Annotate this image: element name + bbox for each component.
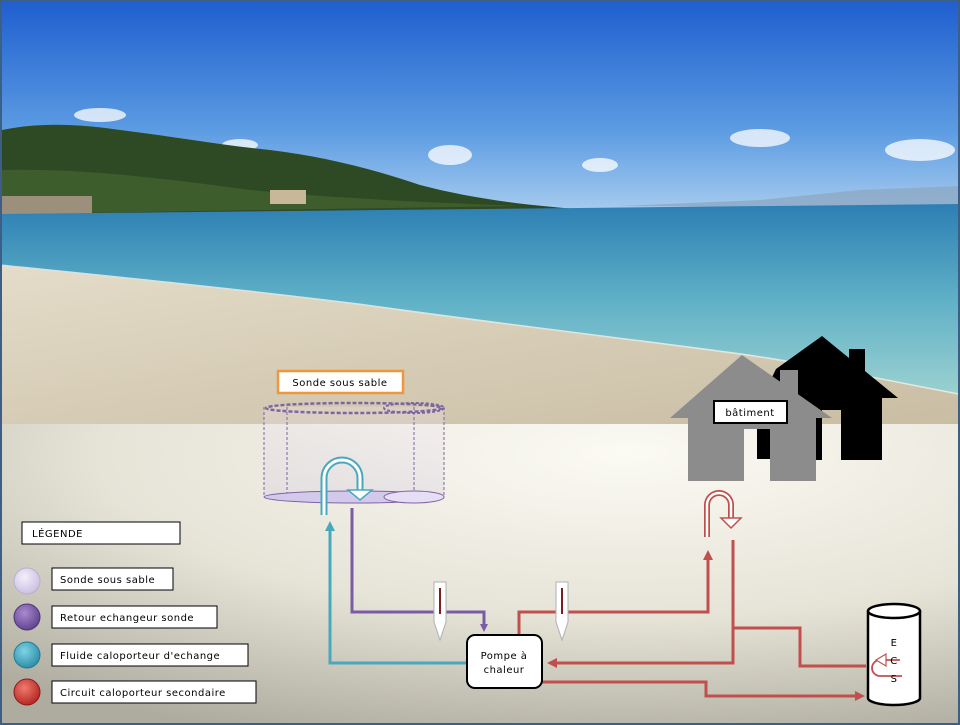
building-exchanger <box>704 490 743 537</box>
building-label-box <box>713 400 788 424</box>
legend: LÉGENDE Sonde sous sable Retour echangeu… <box>13 521 257 706</box>
legend-swatch-return <box>13 603 41 631</box>
legend-swatch-fluid <box>13 641 41 669</box>
legend-item-label: Circuit caloporteur secondaire <box>60 688 226 699</box>
probe-label-box <box>276 369 405 395</box>
building-label: bâtiment <box>725 407 774 419</box>
red-supply-pipe <box>517 550 713 634</box>
red-tank-loop <box>733 626 866 668</box>
legend-swatch-secondary <box>13 678 41 706</box>
sea <box>2 204 960 395</box>
legend-item-label: Retour echangeur sonde <box>60 613 194 624</box>
pump-label-line2: chaleur <box>484 665 525 676</box>
ecs-tank: E C S <box>866 602 922 707</box>
legend-title: LÉGENDE <box>32 527 83 540</box>
legend-item-label: Sonde sous sable <box>60 575 155 586</box>
beach-photo <box>1 2 960 424</box>
heat-pump-box <box>466 634 543 689</box>
legend-item-box <box>51 605 218 629</box>
legend-item-label: Fluide caloporteur d'echange <box>60 651 220 662</box>
tank-letter-e: E <box>891 638 898 649</box>
legend-item-box <box>51 680 257 704</box>
red-return-pipe <box>547 540 735 668</box>
legend-item-box <box>51 567 174 591</box>
tank-letter-c: C <box>890 656 897 667</box>
legend-swatch-probe <box>13 567 41 595</box>
tank-letter-s: S <box>891 674 898 685</box>
sand-probe <box>263 401 445 515</box>
red-tank-supply <box>542 680 865 701</box>
legend-title-box <box>21 521 181 545</box>
teal-supply-pipe <box>325 521 467 665</box>
pump-label-line1: Pompe à <box>481 650 528 662</box>
purple-return-pipe <box>350 508 488 632</box>
probe-label: Sonde sous sable <box>292 378 387 389</box>
thermometer-icon <box>555 581 569 642</box>
legend-item-box <box>51 643 249 667</box>
thermometer-icon <box>433 581 447 642</box>
